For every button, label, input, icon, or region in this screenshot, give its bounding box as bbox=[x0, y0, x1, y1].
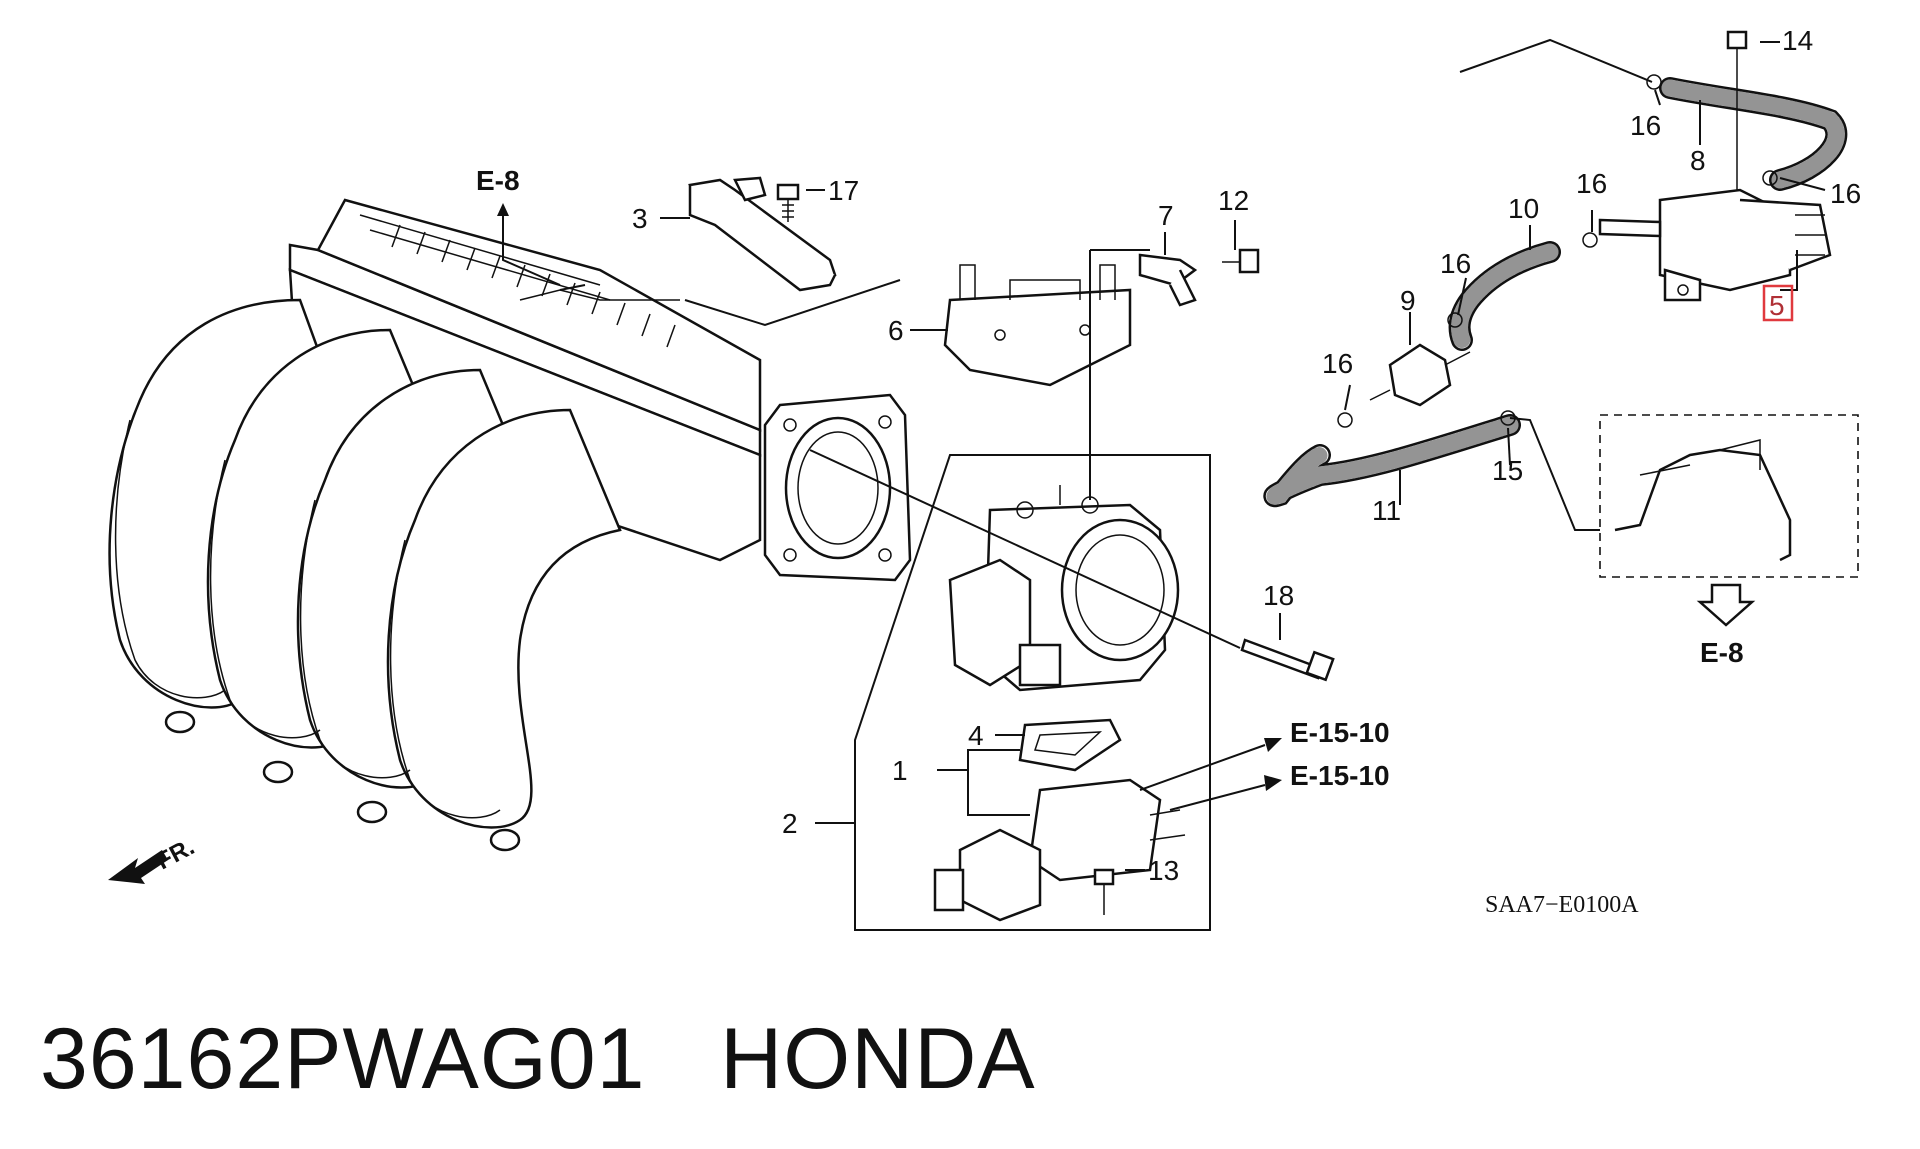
inset-box bbox=[1599, 414, 1859, 578]
part-14-bolt bbox=[1726, 30, 1748, 190]
ref-e8-right: E-8 bbox=[1700, 637, 1744, 668]
callout-1: 1 bbox=[892, 755, 908, 786]
throttle-body bbox=[948, 485, 1180, 692]
callout-5: 5 bbox=[1769, 290, 1785, 321]
part-10-hose bbox=[1448, 241, 1561, 351]
part-3-bracket bbox=[688, 176, 837, 292]
e8-down-arrow bbox=[1696, 583, 1756, 627]
callout-16a: 16 bbox=[1630, 110, 1661, 141]
callout-16e: 16 bbox=[1322, 348, 1353, 379]
callout-2: 2 bbox=[782, 808, 798, 839]
ref-e15-upper: E-15-10 bbox=[1290, 717, 1390, 748]
callout-16c: 16 bbox=[1576, 168, 1607, 199]
callout-9: 9 bbox=[1400, 285, 1416, 316]
callout-12: 12 bbox=[1218, 185, 1249, 216]
callout-11: 11 bbox=[1372, 495, 1401, 526]
intake-manifold bbox=[108, 198, 912, 852]
callout-15: 15 bbox=[1492, 455, 1523, 486]
part-12-bolt bbox=[1222, 248, 1260, 274]
ref-e15-lower: E-15-10 bbox=[1290, 760, 1390, 791]
part-5-solenoid bbox=[1598, 188, 1832, 302]
part-number: 36162PWAG01 bbox=[40, 1011, 646, 1107]
part-11-hose bbox=[1263, 414, 1521, 508]
inset-pipe bbox=[1614, 439, 1792, 562]
callout-4: 4 bbox=[968, 720, 984, 751]
callout-10: 10 bbox=[1508, 193, 1539, 224]
parts-diagram: 3 17 7 12 6 4 1 2 13 18 14 16 8 16 16 10… bbox=[108, 25, 1861, 931]
part-9-filter bbox=[1369, 343, 1471, 407]
clips bbox=[1337, 74, 1778, 428]
part-6-bracket bbox=[943, 264, 1132, 387]
callout-16b: 16 bbox=[1830, 178, 1861, 209]
part-18-bolt bbox=[809, 449, 1335, 682]
part-7-bracket bbox=[1138, 253, 1198, 307]
footer-caption: 36162PWAG01 HONDA bbox=[40, 1010, 1036, 1109]
callout-13: 13 bbox=[1148, 855, 1179, 886]
front-direction-arrow bbox=[108, 850, 168, 884]
part-17-bolt bbox=[776, 183, 800, 222]
part-1-iacv bbox=[933, 778, 1186, 922]
callout-8: 8 bbox=[1690, 145, 1706, 176]
callout-6: 6 bbox=[888, 315, 904, 346]
callout-7: 7 bbox=[1158, 200, 1174, 231]
part-8-hose bbox=[1659, 77, 1848, 191]
callout-17: 17 bbox=[828, 175, 859, 206]
part-13-bolt bbox=[1093, 868, 1115, 915]
part-2-bracket-box bbox=[854, 454, 1211, 931]
front-label: FR. bbox=[152, 833, 199, 875]
diagram-code: SAA7−E0100A bbox=[1485, 892, 1639, 918]
callout-14: 14 bbox=[1782, 25, 1813, 56]
callout-3: 3 bbox=[632, 203, 648, 234]
callout-16d: 16 bbox=[1440, 248, 1471, 279]
brand-name: HONDA bbox=[720, 1011, 1036, 1107]
ref-e8-top: E-8 bbox=[476, 165, 520, 196]
highlight-box-5 bbox=[1762, 284, 1794, 322]
callout-18: 18 bbox=[1263, 580, 1294, 611]
part-4-gasket bbox=[1018, 718, 1122, 772]
